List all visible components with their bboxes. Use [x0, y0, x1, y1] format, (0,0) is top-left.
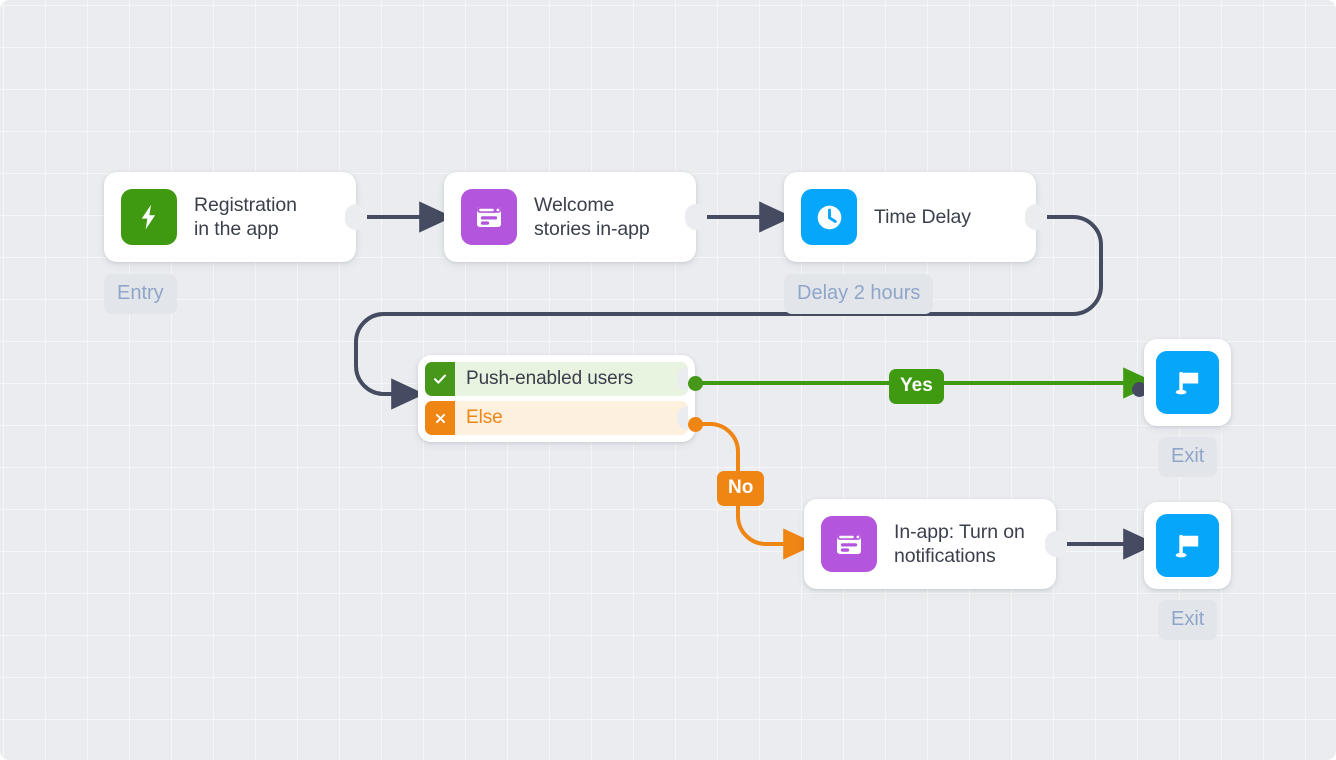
- condition-row-else[interactable]: Else: [425, 401, 688, 435]
- condition-output-port-yes[interactable]: [688, 376, 703, 391]
- node-output-notch: [685, 204, 707, 230]
- branch-pill-yes[interactable]: Yes: [889, 369, 944, 404]
- condition-output-port-no[interactable]: [688, 417, 703, 432]
- clock-icon: [801, 189, 857, 245]
- branch-pill-no[interactable]: No: [717, 471, 765, 506]
- node-title: Welcome stories in-app: [534, 194, 650, 240]
- in-app-window-icon: [461, 189, 517, 245]
- node-title: Time Delay: [874, 206, 971, 228]
- flag-icon: [1156, 514, 1219, 577]
- condition-label: Push-enabled users: [466, 368, 634, 389]
- lightning-bolt-icon: [121, 189, 177, 245]
- node-in-app-turn-on-notifications[interactable]: In-app: Turn on notifications: [804, 499, 1067, 589]
- condition-row-push-enabled-users[interactable]: Push-enabled users: [425, 362, 688, 396]
- condition-label: Else: [466, 407, 503, 428]
- caption-exit-top: Exit: [1158, 437, 1218, 477]
- caption-entry: Entry: [104, 274, 177, 314]
- node-condition-split[interactable]: Push-enabled users Else: [418, 355, 695, 442]
- node-time-delay[interactable]: Time Delay: [784, 172, 1047, 262]
- node-output-notch: [1045, 531, 1067, 557]
- in-app-window-icon: [821, 516, 877, 572]
- cross-icon: [425, 401, 455, 435]
- flag-icon: [1156, 351, 1219, 414]
- node-exit-top[interactable]: [1144, 339, 1231, 426]
- node-welcome-stories-in-app[interactable]: Welcome stories in-app: [444, 172, 1147, 397]
- condition-output-notch: [677, 406, 688, 430]
- node-title: Registration in the app: [194, 194, 297, 240]
- caption-delay: Delay 2 hours: [784, 274, 934, 314]
- node-title: In-app: Turn on notifications: [894, 521, 1025, 567]
- node-exit-bottom[interactable]: [1144, 502, 1231, 589]
- node-output-notch: [345, 204, 367, 230]
- node-registration-in-the-app[interactable]: Registration in the app: [104, 172, 467, 397]
- node-output-notch: [1025, 204, 1047, 230]
- condition-output-notch: [677, 367, 688, 391]
- check-icon: [425, 362, 455, 396]
- caption-exit-bottom: Exit: [1158, 600, 1218, 640]
